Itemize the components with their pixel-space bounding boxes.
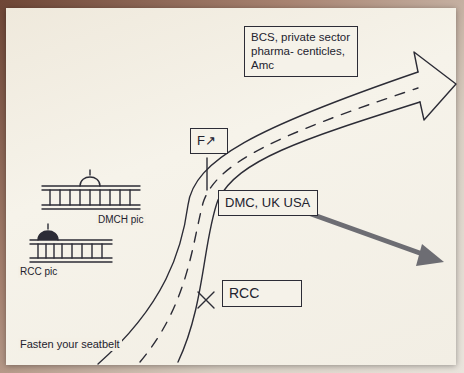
road-edge xyxy=(178,102,420,362)
road-edge xyxy=(98,72,418,364)
rcc-building xyxy=(30,224,112,262)
note-box: BCS, private sector pharma- centicles, A… xyxy=(244,26,358,77)
box-text: DMC, UK USA xyxy=(225,195,311,211)
note-box: DMC, UK USA xyxy=(218,190,318,216)
sign-post xyxy=(206,158,207,190)
cross-mark xyxy=(198,292,214,308)
handwritten-note: DMCH pic xyxy=(96,214,146,226)
handwritten-note: Fasten your seatbelt xyxy=(18,338,122,351)
note-box: RCC xyxy=(222,280,302,307)
box-text: RCC xyxy=(229,285,295,302)
box-text: BCS, private sector pharma- centicles, A… xyxy=(251,31,351,72)
road-centre-line xyxy=(140,88,418,362)
grey-arrow xyxy=(300,210,444,266)
handwritten-note: RCC pic xyxy=(18,266,59,278)
box-text: F↗ xyxy=(197,133,221,149)
road-arrowhead xyxy=(414,52,456,120)
note-box: F↗ xyxy=(190,128,228,154)
dmch-building xyxy=(42,170,140,209)
